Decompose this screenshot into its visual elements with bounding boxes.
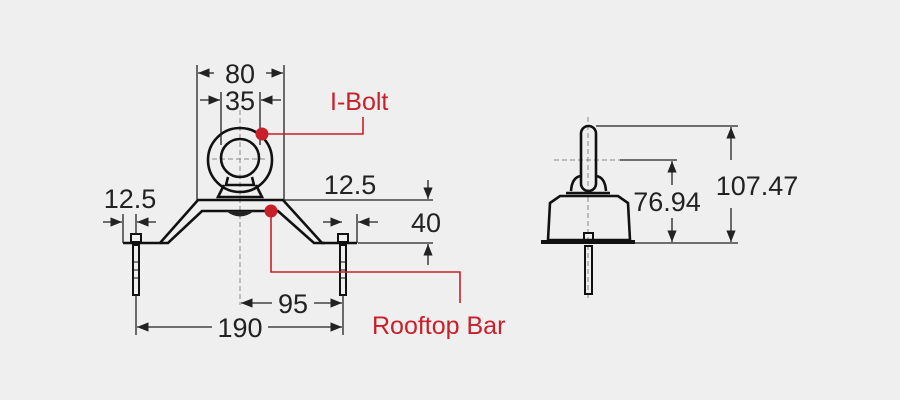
callout-dot-icon [264, 204, 278, 218]
dimension-95-label: 95 [278, 289, 308, 319]
ibolt-label: I-Bolt [330, 88, 388, 116]
eye-bolt-ring [206, 126, 274, 199]
rooftop-bar-label: Rooftop Bar [372, 312, 505, 340]
dimension-left-12-5-label: 12.5 [104, 184, 157, 214]
front-view: 80 35 12.5 12.5 [103, 59, 505, 343]
dimension-80: 80 [196, 59, 285, 200]
dimension-35-label: 35 [225, 86, 255, 116]
dimension-right-12-5: 12.5 [323, 170, 378, 243]
dimension-76-94-label: 76.94 [633, 187, 701, 217]
side-housing [541, 194, 635, 295]
side-eye-bolt [566, 124, 610, 195]
dimension-95: 95 [241, 289, 344, 335]
side-view: 107.47 76.94 [541, 117, 798, 300]
dimension-40: 40 [284, 180, 441, 265]
dimension-190-label: 190 [217, 313, 262, 343]
callout-dot-icon [255, 127, 269, 141]
dimension-80-label: 80 [225, 59, 255, 89]
dimension-left-12-5: 12.5 [103, 184, 156, 243]
dimension-190: 190 [135, 295, 342, 343]
dimension-107-47: 107.47 [596, 125, 799, 244]
dimension-76-94: 76.94 [620, 159, 701, 242]
dimension-107-47-label: 107.47 [716, 171, 799, 201]
dimension-right-12-5-label: 12.5 [324, 170, 377, 200]
dimension-40-label: 40 [411, 208, 441, 238]
callout-ibolt: I-Bolt [255, 88, 388, 141]
rooftop-bar-shape [123, 198, 357, 245]
callout-rooftop-bar: Rooftop Bar [264, 204, 505, 340]
